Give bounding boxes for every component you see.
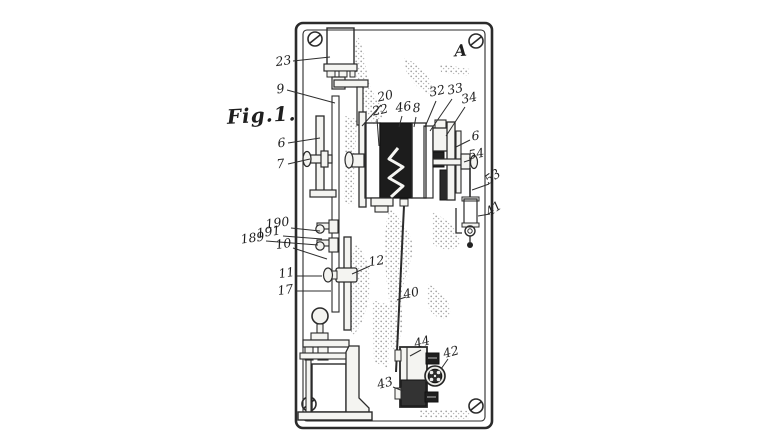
label-20: 20: [375, 87, 395, 105]
pendulum-rod-40: [395, 198, 409, 373]
label-191: 191: [256, 222, 282, 240]
solenoid-coil: [297, 345, 373, 421]
wire-53: [455, 168, 471, 234]
label-40: 40: [401, 284, 421, 302]
label-8: 8: [412, 100, 421, 116]
label-12: 12: [367, 252, 385, 269]
mounting-plate: [294, 21, 494, 430]
label-33: 33: [446, 80, 465, 98]
label-54: 54: [467, 145, 485, 163]
corner-screw-bottom-right: [468, 398, 484, 414]
label-6-left: 6: [277, 135, 287, 151]
label-11: 11: [277, 264, 295, 281]
label-32: 32: [428, 82, 447, 100]
label-46: 46: [393, 98, 412, 115]
dial-knob-42: [424, 365, 446, 387]
clamp-assembly-lower: [315, 237, 339, 253]
label-43: 43: [374, 373, 394, 392]
corner-screw-top-right: [468, 33, 484, 49]
corner-screw-top-left: [307, 31, 323, 47]
label-189: 189: [240, 228, 266, 246]
label-6-right: 6: [471, 128, 481, 144]
drum-left-bracket-20: [344, 111, 367, 208]
label-190: 190: [265, 213, 291, 231]
label-42: 42: [440, 342, 460, 361]
assembly-letter: A: [452, 41, 468, 61]
label-9: 9: [275, 81, 285, 97]
base-plate: [297, 411, 373, 421]
slide-bar-12: [343, 236, 352, 331]
figure-title: Fig.1.: [225, 101, 297, 129]
contact-box-44: [394, 346, 440, 408]
label-17: 17: [276, 281, 294, 298]
label-44: 44: [411, 332, 431, 351]
leader-lines: [265, 56, 491, 392]
knob-shaft-7: [302, 150, 333, 168]
label-34: 34: [460, 89, 479, 107]
roller-11: [322, 267, 358, 283]
recording-drum: [364, 122, 427, 213]
label-53: 53: [482, 166, 504, 187]
rack-bar-9: [331, 95, 340, 313]
label-22: 22: [370, 101, 390, 119]
label-23: 23: [273, 52, 292, 69]
spring-worm-icon: [387, 147, 405, 199]
labels: Fig.1. A 23 9 6 7 20 22 46 8 32 33 34 6 …: [225, 41, 504, 393]
label-7: 7: [276, 156, 286, 172]
tube-weight-41: [461, 196, 480, 248]
ball-lever: [299, 307, 351, 361]
coil-bracket: [345, 345, 370, 413]
part-23-magnet-cylinder: [323, 27, 358, 78]
label-10: 10: [274, 235, 292, 252]
